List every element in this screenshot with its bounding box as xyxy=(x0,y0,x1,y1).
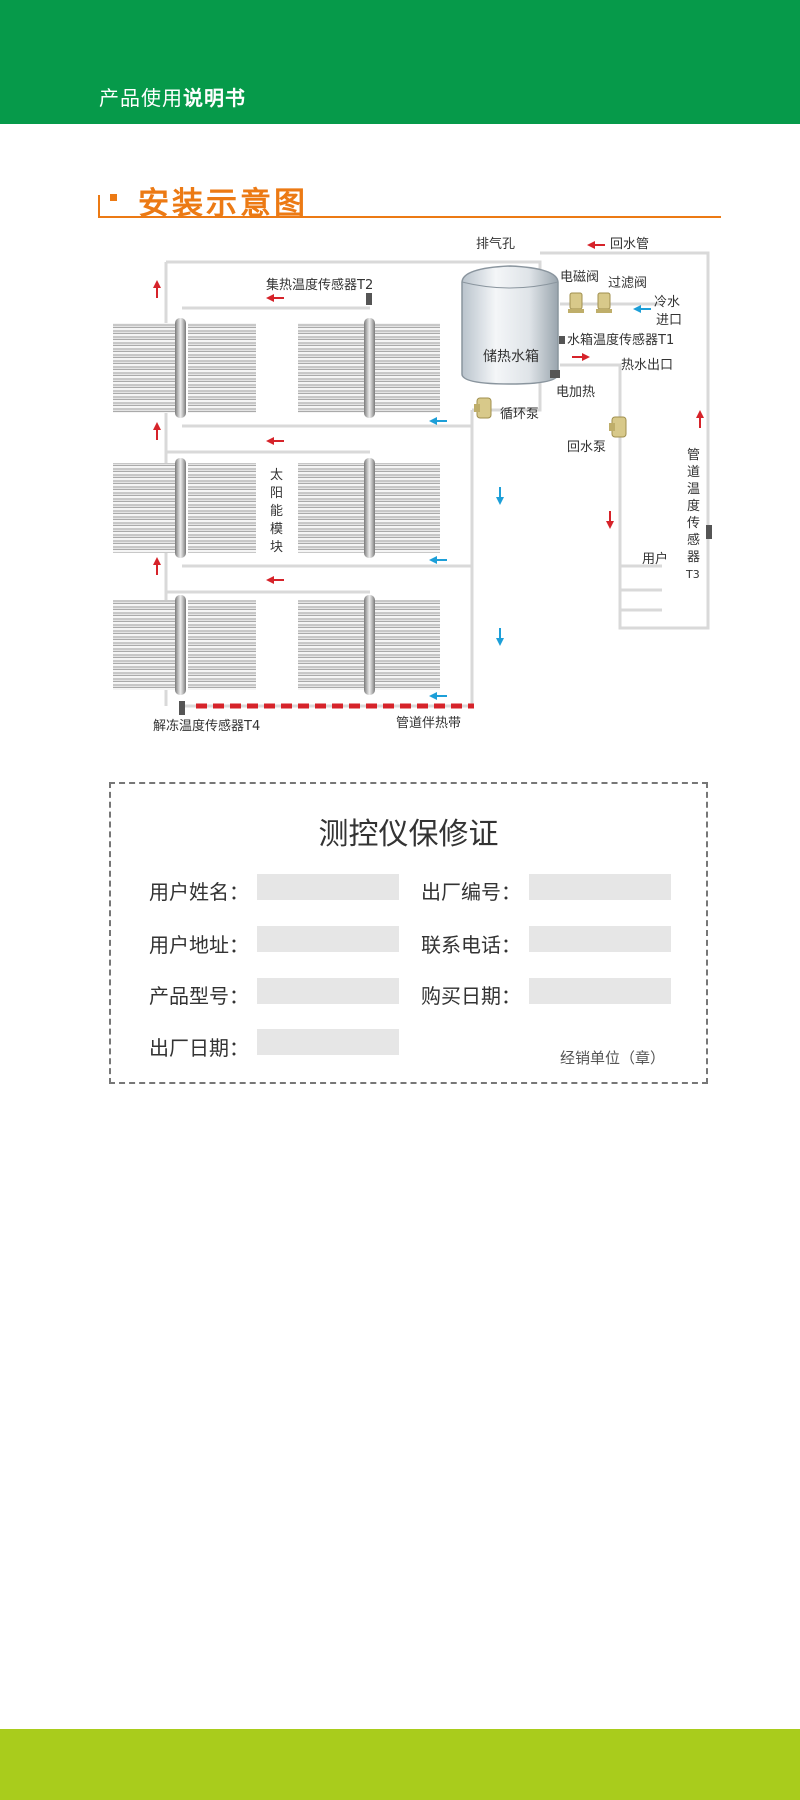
footer-bar xyxy=(0,1729,800,1800)
arrow-blue-down-2 xyxy=(496,628,504,646)
label-t3-1: 管 xyxy=(687,448,700,463)
arrow-blue-left-2 xyxy=(429,556,447,564)
solar-collector-array xyxy=(113,318,440,695)
arrow-red-left-2 xyxy=(266,437,284,445)
section-marker-bar xyxy=(98,195,100,217)
arrow-red-left-3 xyxy=(266,576,284,584)
factory-date-field[interactable] xyxy=(257,1029,399,1055)
storage-tank xyxy=(461,265,560,385)
collector-row-1 xyxy=(113,318,440,418)
t2-sensor-block xyxy=(366,293,372,305)
flow-arrows xyxy=(153,241,704,700)
purchase-date-label: 购买日期： xyxy=(421,984,521,1008)
section-marker-dot xyxy=(110,194,117,201)
label-cold-in-2: 进口 xyxy=(656,313,682,328)
factory-no-label: 出厂编号： xyxy=(421,880,521,904)
diagram-labels: 排气孔 回水管 电磁阀 过滤阀 冷水 进口 集热温度传感器T2 储热水箱 水箱温… xyxy=(153,236,700,734)
model-field[interactable] xyxy=(257,978,399,1004)
label-tank-sensor: 水箱温度传感器T1 xyxy=(567,332,674,348)
header-bar: 产品使用说明书 xyxy=(0,0,800,124)
label-hot-out: 热水出口 xyxy=(621,358,673,373)
warranty-card: 测控仪保修证 用户姓名： 出厂编号： 用户地址： 联系电话： 产品型号： 购买日… xyxy=(109,782,708,1084)
arrow-red-down xyxy=(606,511,614,529)
model-label: 产品型号： xyxy=(149,984,249,1008)
label-solenoid: 电磁阀 xyxy=(560,270,599,285)
label-heat-trace: 管道伴热带 xyxy=(396,716,461,731)
label-t3-3: 温 xyxy=(687,482,700,497)
t3-sensor-block xyxy=(706,525,712,539)
label-antifreeze-sensor: 解冻温度传感器T4 xyxy=(153,718,260,734)
label-user: 用户 xyxy=(642,551,668,567)
label-t3-7: 器 xyxy=(687,550,700,565)
solenoid-valve-icon xyxy=(569,292,583,310)
installation-diagram: 排气孔 回水管 电磁阀 过滤阀 冷水 进口 集热温度传感器T2 储热水箱 水箱温… xyxy=(113,236,712,734)
t1-sensor-block xyxy=(559,336,565,344)
phone-field[interactable] xyxy=(529,926,671,952)
label-circ-pump: 循环泵 xyxy=(500,407,539,422)
return-top-pipe xyxy=(540,251,710,630)
arrow-red-up-t3 xyxy=(696,410,704,428)
collector-row-3 xyxy=(113,595,440,695)
label-cold-in-1: 冷水 xyxy=(654,295,680,310)
factory-no-field[interactable] xyxy=(529,874,671,900)
user-name-field[interactable] xyxy=(257,874,399,900)
dealer-stamp-note: 经销单位（章） xyxy=(560,1049,666,1067)
arrow-blue-left-3 xyxy=(429,692,447,700)
pump-line xyxy=(472,380,542,412)
arrow-red-hot-out xyxy=(572,353,590,361)
arrow-red-return xyxy=(587,241,605,249)
label-t3-4: 度 xyxy=(687,498,700,514)
user-address-field[interactable] xyxy=(257,926,399,952)
arrow-red-up-2 xyxy=(153,422,161,440)
header-title: 产品使用说明书 xyxy=(99,86,246,110)
label-t3-5: 传 xyxy=(687,516,700,531)
label-return-pipe: 回水管 xyxy=(610,237,649,252)
label-heater: 电加热 xyxy=(556,385,595,400)
label-collector-sensor: 集热温度传感器T2 xyxy=(266,277,373,293)
arrow-blue-left-1 xyxy=(429,417,447,425)
label-return-pump: 回水泵 xyxy=(567,440,606,455)
label-vent: 排气孔 xyxy=(476,236,515,252)
label-solar-3: 能 xyxy=(270,504,283,519)
collector-row-2 xyxy=(113,458,440,558)
t4-sensor-block xyxy=(179,701,185,715)
label-tank: 储热水箱 xyxy=(483,349,539,365)
user-address-label: 用户地址： xyxy=(149,933,249,957)
phone-label: 联系电话： xyxy=(421,933,521,957)
user-name-label: 用户姓名： xyxy=(149,880,249,904)
label-t3-8: T3 xyxy=(685,568,700,581)
arrow-red-up-3 xyxy=(153,557,161,575)
label-t3-6: 感 xyxy=(687,532,700,548)
valves-pumps xyxy=(474,292,627,438)
arrow-red-left-1 xyxy=(266,294,284,302)
label-solar-1: 太 xyxy=(270,468,283,483)
factory-date-label: 出厂日期： xyxy=(149,1036,249,1060)
warranty-card-title: 测控仪保修证 xyxy=(318,817,499,852)
purchase-date-field[interactable] xyxy=(529,978,671,1004)
filter-valve-icon xyxy=(597,292,611,310)
section-rule xyxy=(98,216,721,218)
label-t3-2: 道 xyxy=(687,465,700,480)
label-solar-4: 模 xyxy=(270,522,283,537)
arrow-red-up-1 xyxy=(153,280,161,298)
label-filter: 过滤阀 xyxy=(608,276,647,291)
arrow-blue-cold-in xyxy=(633,305,651,313)
label-solar-2: 阳 xyxy=(270,486,283,501)
label-solar-5: 块 xyxy=(270,540,283,555)
arrow-blue-down-1 xyxy=(496,487,504,505)
